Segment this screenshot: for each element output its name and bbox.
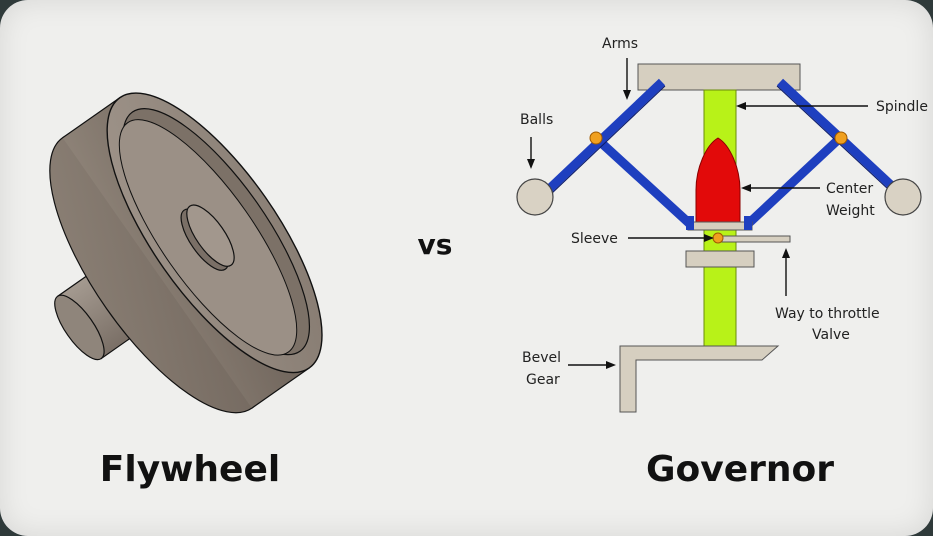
label-throttle-line2: Valve xyxy=(812,327,850,343)
label-sleeve: Sleeve xyxy=(571,231,618,247)
flywheel-title: Flywheel xyxy=(99,449,281,490)
governor-title: Governor xyxy=(645,449,835,490)
label-center-weight-line2: Weight xyxy=(826,203,875,219)
pivot-joints xyxy=(589,131,848,244)
flywheel-hub xyxy=(180,204,235,271)
flywheel xyxy=(49,92,323,414)
ball-left xyxy=(516,178,554,216)
label-spindle: Spindle xyxy=(876,99,928,115)
annotation-arrows xyxy=(530,58,868,366)
label-balls: Balls xyxy=(520,112,553,128)
ball-right xyxy=(884,178,922,216)
label-bevel-line1: Bevel xyxy=(522,350,561,366)
throttle-rod xyxy=(721,235,791,243)
sleeve xyxy=(687,221,753,231)
arrow-heads xyxy=(527,90,790,369)
bevel-gear xyxy=(619,345,780,413)
label-bevel-line2: Gear xyxy=(526,372,560,388)
lower-collar xyxy=(685,250,755,268)
vs-separator: vs xyxy=(417,228,453,261)
label-arms: Arms xyxy=(602,36,638,52)
lower-arms xyxy=(592,134,844,228)
label-center-weight-line1: Center xyxy=(826,181,873,197)
top-plate xyxy=(637,63,801,91)
label-throttle-line1: Way to throttle xyxy=(775,306,880,322)
center-weight xyxy=(695,137,741,229)
